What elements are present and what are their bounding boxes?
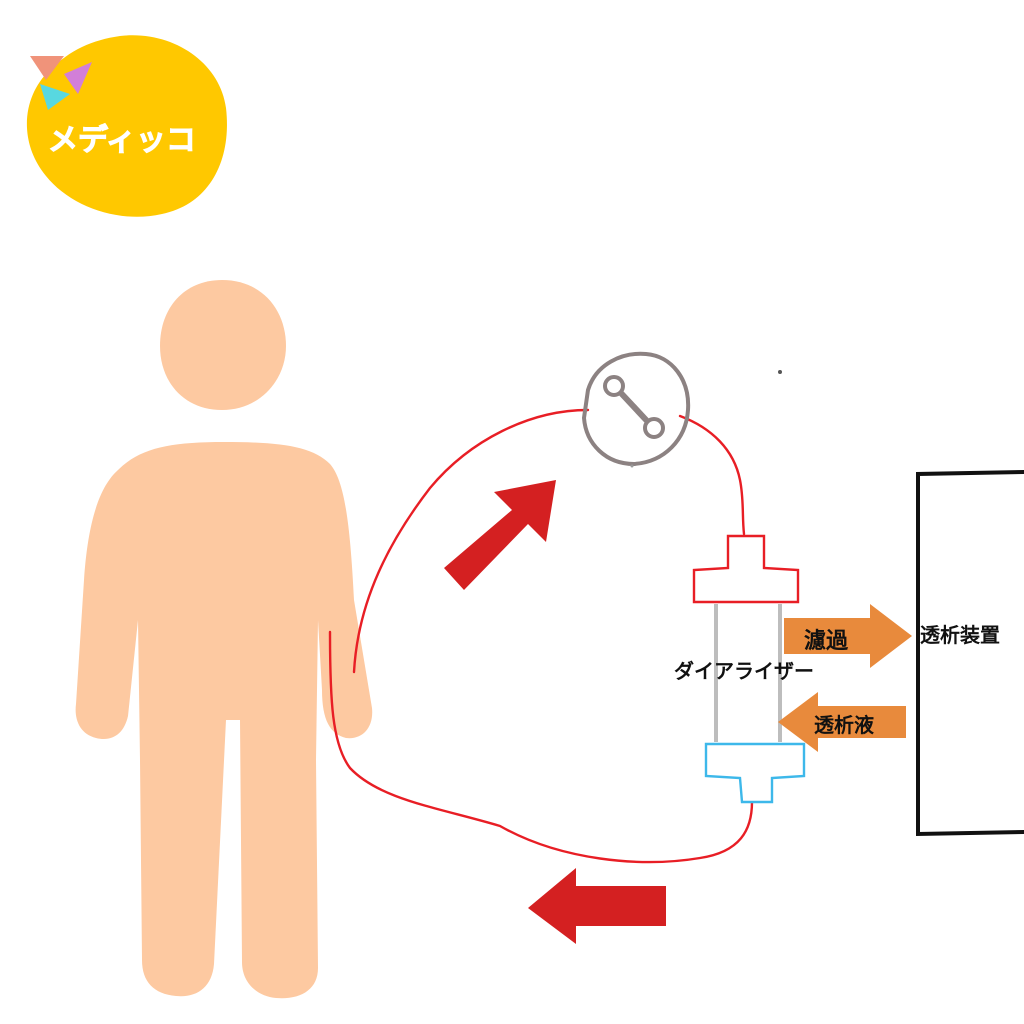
pump-casing [581,351,691,467]
flow-arrow-up [444,480,556,590]
person-body [75,442,373,999]
filtration-label: 濾過 [804,628,849,654]
dialysate-label: 透析液 [814,713,875,737]
speck-dot [630,464,634,468]
logo-triangle-purple [64,62,92,94]
logo-triangle-cyan [40,84,70,110]
dialysate-arrow [778,692,906,752]
person-head [160,280,286,410]
dialyzer-label: ダイアライザー [674,659,814,683]
logo-text: メディッコ [48,123,196,158]
speck-dot [778,370,782,374]
person-figure [75,280,373,999]
dialyzer-top-cap [692,534,800,604]
dialyzer-bottom-cap [704,742,806,804]
blood-pump [581,351,691,467]
machine-label: 透析装置 [920,623,1000,647]
blood-line-arterial [352,408,590,674]
machine-outline [916,470,1024,837]
filtration-arrow [784,604,912,668]
flow-arrow-left [528,868,666,944]
logo-triangle-salmon [30,56,64,80]
pump-roller-bottom [643,417,665,439]
blood-circuit [328,408,754,864]
pump-roller-top [603,375,625,397]
blood-line-venous [328,630,754,864]
logo: メディッコ [26,35,227,217]
dialysis-machine: 透析装置 [916,470,1024,837]
blood-line-to-dialyzer [678,414,746,536]
pump-rotor-arm [617,389,651,425]
exchange-arrows: 濾過 透析液 [778,604,912,752]
dialyzer: ダイアライザー [674,534,814,804]
